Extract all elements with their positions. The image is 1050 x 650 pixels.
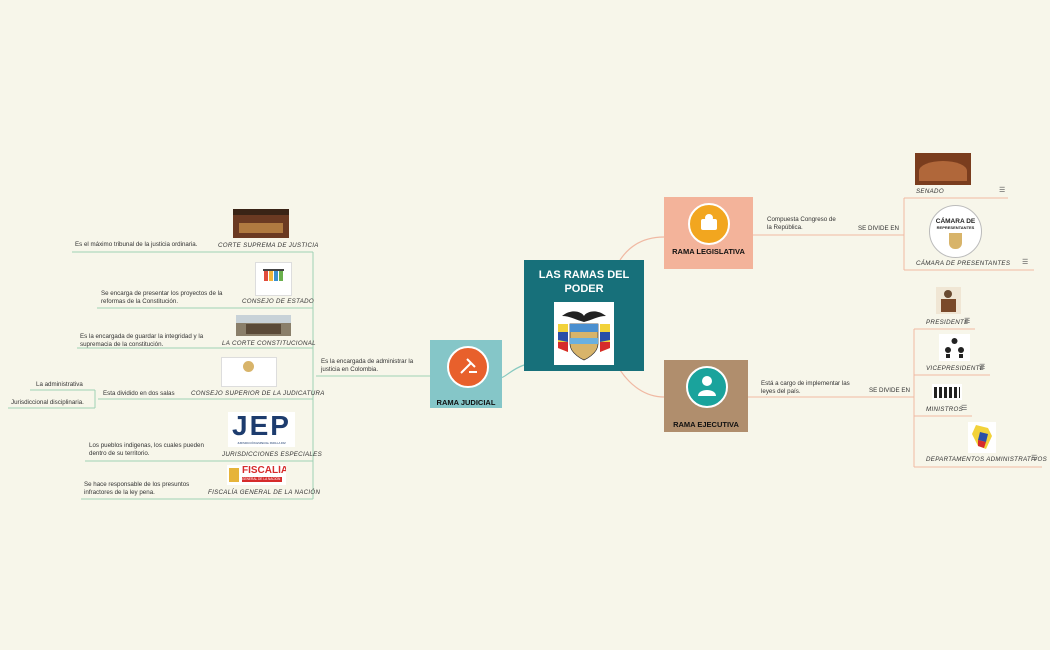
- senado-image: [915, 153, 971, 185]
- ejecutiva-description: Está a cargo de implementar las leyes de…: [761, 380, 850, 395]
- sala-administrativa[interactable]: La administrativa: [36, 381, 83, 388]
- corte-suprema-image: [233, 209, 289, 238]
- central-title: LAS RAMAS DEL PODER: [538, 269, 630, 295]
- rama-judicial-node[interactable]: RAMA JUDICIAL: [430, 340, 502, 408]
- consejo-estado-description: Se encarga de presentar los proyectos de…: [101, 290, 223, 305]
- presidente-image: [936, 287, 961, 314]
- senado-notes-icon[interactable]: ☰: [999, 187, 1006, 194]
- vicepresidente-notes-icon[interactable]: ☰: [979, 364, 986, 371]
- judge-gavel-icon: [447, 346, 489, 388]
- consejo-superior-label[interactable]: CONSEJO SUPERIOR DE LA JUDICATURA: [191, 390, 325, 397]
- ministros-label[interactable]: MINISTROS: [926, 406, 964, 413]
- rama-ejecutiva-node[interactable]: RAMA EJECUTIVA: [664, 360, 748, 432]
- corte-constitucional-description: Es la encargada de guardar la integridad…: [80, 333, 204, 348]
- consejo-estado-logo: [255, 262, 292, 296]
- ministros-image: [932, 384, 962, 400]
- fiscalia-label[interactable]: FISCALÍA GENERAL DE LA NACIÓN: [208, 489, 321, 496]
- executive-people-icon: [686, 366, 728, 408]
- jurisdicciones-description: Los pueblos indigenas, los cuales pueden…: [89, 442, 204, 457]
- presidente-notes-icon[interactable]: ☰: [964, 318, 971, 325]
- ejecutiva-connector: SE DIVIDE EN: [869, 387, 910, 394]
- rama-legislativa-node[interactable]: RAMA LEGISLATIVA: [664, 197, 753, 269]
- central-topic[interactable]: LAS RAMAS DEL PODER: [524, 260, 644, 371]
- fiscalia-description: Se hace responsable de los presuntos inf…: [84, 481, 190, 496]
- fiscalia-logo: FISCALÍA GENERAL DE LA NACIÓN: [227, 465, 286, 485]
- sala-disciplinaria[interactable]: Jurisdiccional disciplinaria.: [11, 399, 84, 406]
- camara-logo: CÁMARA DE REPRESENTANTES: [929, 205, 982, 258]
- rama-legislativa-label: RAMA LEGISLATIVA: [672, 247, 745, 256]
- rama-judicial-label: RAMA JUDICIAL: [436, 398, 496, 407]
- camara-label[interactable]: CÁMARA DE PRESENTANTES: [916, 260, 1011, 267]
- corte-suprema-description: Es el máximo tribunal de la justicia ord…: [75, 241, 198, 248]
- departamentos-notes-icon[interactable]: ☰: [1031, 455, 1038, 462]
- corte-suprema-label[interactable]: CORTE SUPREMA DE JUSTICIA: [218, 242, 319, 249]
- departamentos-image: [968, 422, 996, 453]
- vicepresidente-label[interactable]: VICEPRESIDENTE: [926, 365, 985, 372]
- consejo-superior-logo: [221, 357, 277, 387]
- corte-constitucional-image: [236, 315, 291, 336]
- presidente-label[interactable]: PRESIDENTE: [926, 319, 969, 326]
- judicial-description: Es la encargada de administrar la justic…: [321, 358, 414, 373]
- jep-logo: JEP JURISDICCIÓN ESPECIAL PARA LA PAZ: [228, 412, 295, 447]
- camara-notes-icon[interactable]: ☰: [1022, 259, 1029, 266]
- rama-ejecutiva-label: RAMA EJECUTIVA: [673, 420, 739, 429]
- senado-label[interactable]: SENADO: [916, 188, 944, 195]
- legislativa-description: Compuesta Congreso de la República.: [767, 216, 836, 231]
- consejo-estado-label[interactable]: CONSEJO DE ESTADO: [242, 298, 315, 305]
- vicepresidente-image: [939, 334, 970, 361]
- departamentos-label[interactable]: DEPARTAMENTOS ADMINISTRATIVOS: [926, 456, 1048, 463]
- corte-constitucional-label[interactable]: LA CORTE CONSTITUCIONAL: [222, 340, 316, 347]
- legislator-icon: [688, 203, 730, 245]
- consejo-superior-description: Esta dividido en dos salas: [103, 390, 175, 397]
- coat-of-arms-image: [554, 302, 614, 365]
- legislativa-connector: SE DIVIDE EN: [858, 225, 899, 232]
- ministros-notes-icon[interactable]: ☰: [961, 405, 968, 412]
- jurisdicciones-label[interactable]: JURISDICCIONES ESPECIALES: [222, 451, 322, 458]
